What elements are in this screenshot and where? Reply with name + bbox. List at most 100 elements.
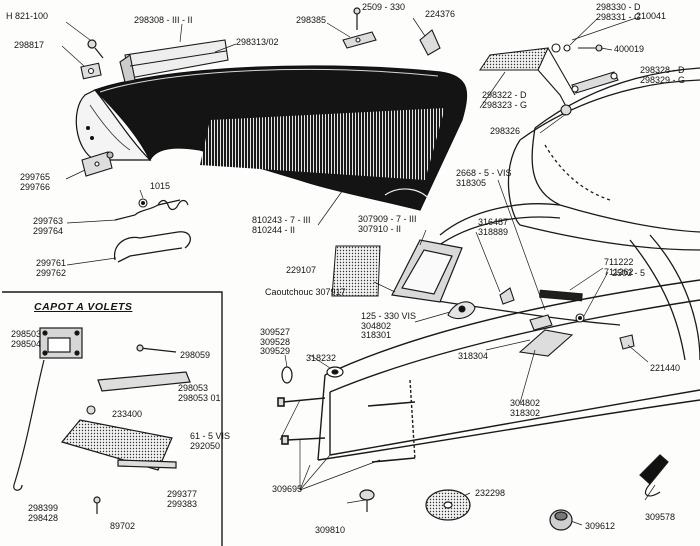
part-number: 318302 [510,407,541,418]
part-number: 232298 [475,488,506,498]
part-number: 309810 [315,525,346,535]
part-number: 299763 [33,216,64,226]
part-label-224376: 224376 [425,9,456,20]
part-label-318304: 318304 [458,351,489,362]
part-number: 125 - 330 VIS [361,311,417,321]
part-number: 318889 [478,226,509,237]
part-number: 299377 [167,489,198,499]
part-number: 298053 [178,383,209,393]
part-number: 298503 [11,329,42,339]
hinge-bracket-298322 [478,43,576,116]
part-number: 298313/02 [236,37,279,47]
chassis-frame [317,279,700,461]
part-number: 711222 [604,257,634,267]
part-number: 298059 [180,350,211,360]
part-number: 298329 - G [640,74,686,85]
part-number: 298399 [28,503,59,513]
washer-232298 [425,489,471,521]
nut-plate-298817 [80,62,102,80]
part-label-298059: 298059 [180,350,211,361]
screw-400019 [578,44,603,52]
part-number: 309695 [272,484,303,494]
knob-309612 [549,509,573,531]
part-number: 318305 [456,177,487,188]
part-number: 318304 [458,351,489,361]
part-label-309810: 309810 [315,525,346,536]
part-number: 2668 - 5 - VIS [456,168,512,178]
clamp-125330 [447,301,476,320]
part-number: 229107 [286,265,317,275]
part-number: 309527 [260,327,291,337]
strip-711222 [539,289,583,302]
part-number: 1015 [150,181,171,191]
vent-frame-307909 [391,239,463,303]
part-number: 318301 [361,330,392,340]
part-number: 318232 [306,353,337,363]
part-number: 298308 - III - II [134,15,193,25]
washer-1015 [138,198,148,208]
part-number: H 821-100 [6,11,49,21]
part-label-298313: 298313/02 [236,37,279,48]
part-number: 316487 [478,217,509,227]
part-label-2509: 2509 - 330 [362,2,405,13]
part-number: 298323 - G [482,99,528,110]
hinge-strip-298308 [119,39,229,83]
part-number: 298053 01 [178,392,221,403]
part-number: 711262 [604,266,634,277]
part-label-89702: 89702 [110,521,135,532]
part-label-318232: 318232 [306,353,337,364]
bar-298053 [97,371,191,392]
handle-299761 [113,231,191,263]
part-label-2503: 2503 - 5 [612,268,645,279]
part-number: 224376 [425,9,456,19]
part-number: 233400 [112,409,143,419]
part-number: 298328 - D [640,65,685,75]
part-number: Caoutchouc 307917 [265,287,346,297]
part-number: 299766 [20,181,51,192]
bolt-309810 [359,489,375,512]
part-number: 221440 [650,363,681,373]
part-number: 307910 - II [358,223,402,234]
screw-61-5 [117,459,177,469]
bonnet-side-panel [75,65,468,211]
pad-229107 [331,245,381,297]
part-number: 298428 [28,512,59,523]
latch-298503 [39,327,83,359]
car-body-outline [429,67,700,361]
part-label-h821100: H 821-100 [6,11,49,22]
part-label-233400: 233400 [112,409,143,420]
part-label-caoutchouc: Caoutchouc 307917 [265,287,346,298]
leader-lines [61,17,656,526]
part-number: 309529 [260,346,291,356]
part-label-298385: 298385 [296,15,326,26]
part-label-298308: 298308 - III - II [134,15,193,26]
part-number: 298504 [11,338,42,349]
part-number: 304802 [510,398,541,408]
lever-318304 [518,314,574,357]
part-number: 299762 [36,267,67,278]
clip-224376 [419,29,441,56]
nut-2503 [575,313,585,323]
spring-299763 [114,199,189,221]
ring-318232 [326,366,344,378]
part-number: 298322 - D [482,90,527,100]
part-number: 299765 [20,172,51,182]
part-label-210041: 210041 [636,11,666,22]
part-number: 298326 [490,126,521,136]
part-label-309578: 309578 [645,512,675,523]
spring-clip-309578 [639,454,669,497]
part-number: 299761 [36,258,67,268]
part-number: 309612 [585,521,616,531]
part-label-232298: 232298 [475,488,506,499]
